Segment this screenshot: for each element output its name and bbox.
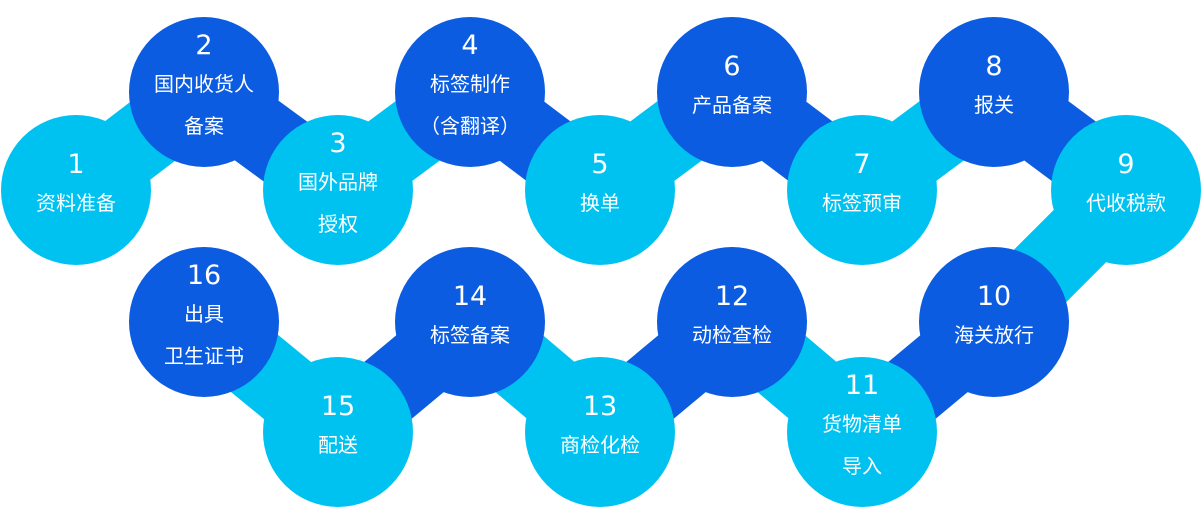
step-13-circle <box>525 357 675 507</box>
step-1-circle <box>1 115 151 265</box>
circles-layer <box>1 17 1201 507</box>
step-3-circle <box>263 115 413 265</box>
step-10-circle <box>919 247 1069 397</box>
step-15-circle <box>263 357 413 507</box>
step-8-circle <box>919 17 1069 167</box>
step-9-circle <box>1051 115 1201 265</box>
step-5-circle <box>525 115 675 265</box>
step-14-circle <box>395 247 545 397</box>
step-4-circle <box>395 17 545 167</box>
step-12-circle <box>657 247 807 397</box>
step-11-circle <box>787 357 937 507</box>
step-2-circle <box>129 17 279 167</box>
step-6-circle <box>657 17 807 167</box>
step-7-circle <box>787 115 937 265</box>
step-16-circle <box>129 247 279 397</box>
